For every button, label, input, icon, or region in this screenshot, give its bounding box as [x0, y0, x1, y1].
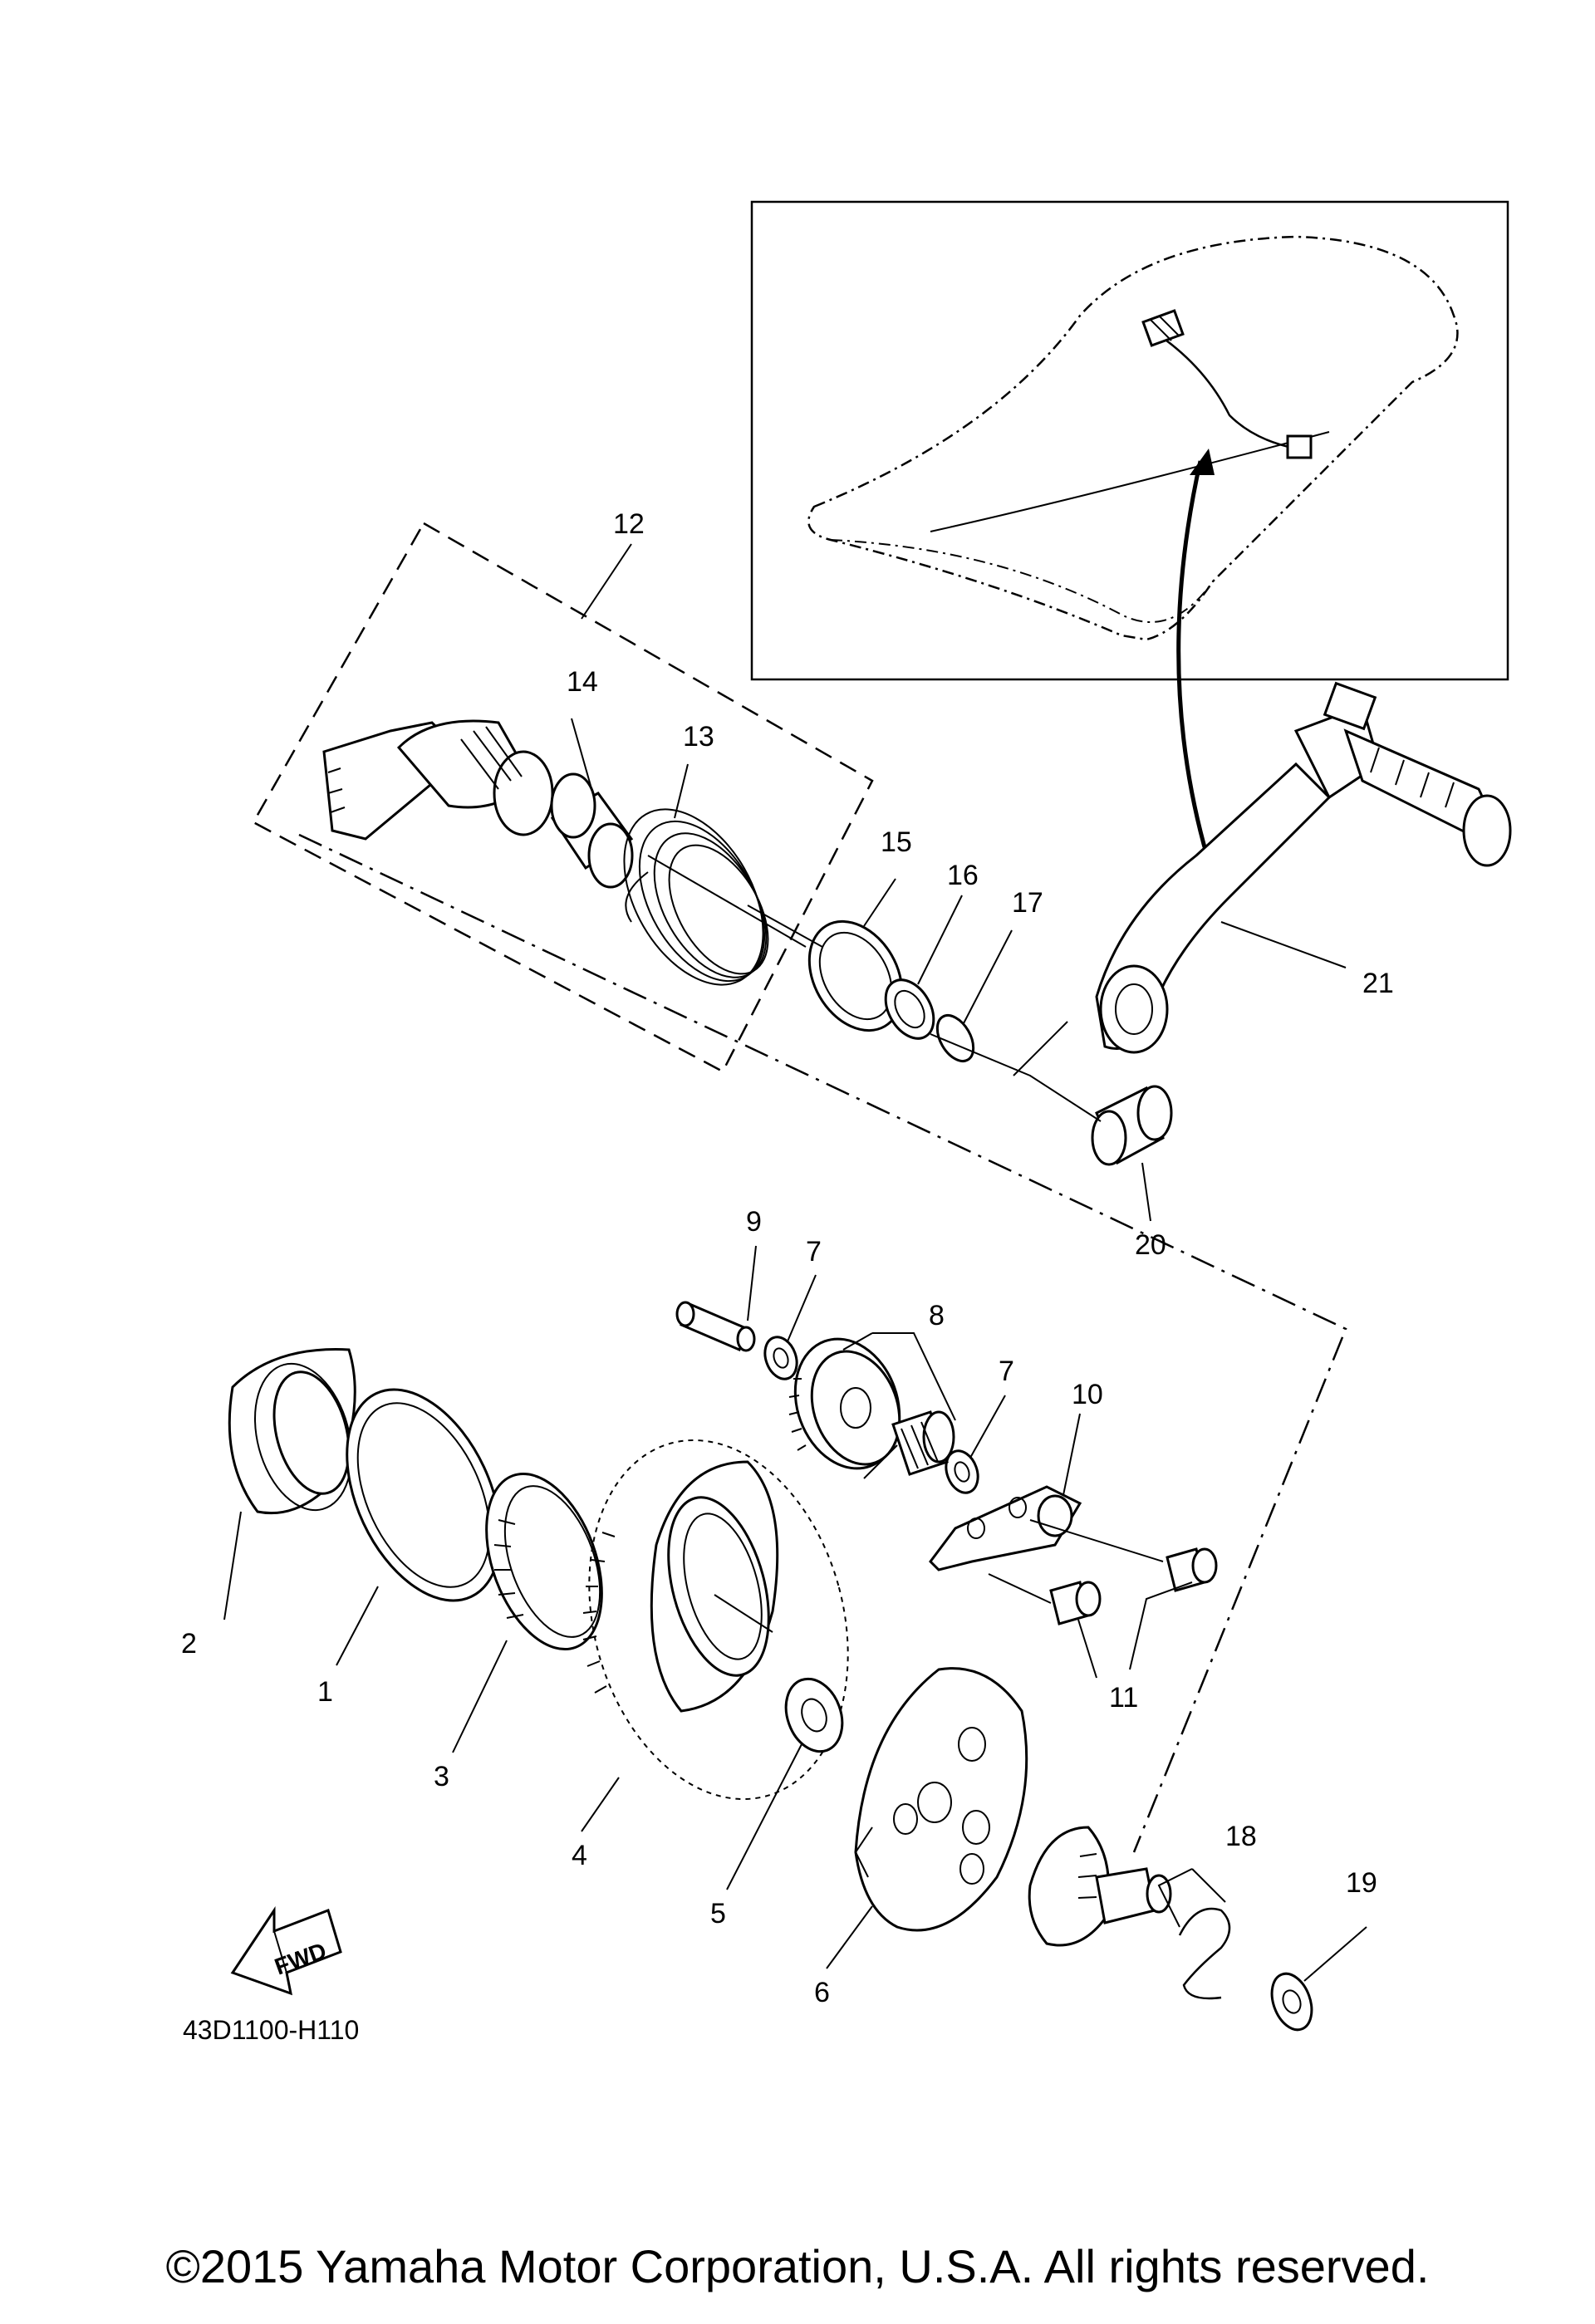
inset-arrow-head: [1190, 449, 1215, 475]
leader-lines: [223, 543, 1367, 1982]
label-part-2: 2: [181, 1628, 197, 1660]
label-part-18: 18: [1225, 1821, 1257, 1852]
seat-inset: [750, 200, 1509, 848]
label-part-10: 10: [1072, 1379, 1103, 1410]
kick-axle-assembly-box: [252, 522, 874, 1073]
inset-frame: [750, 200, 1509, 681]
label-part-11: 11: [1109, 1682, 1138, 1714]
part-8-idler-gear: [788, 1337, 901, 1470]
label-part-20: 20: [1135, 1229, 1166, 1261]
part-8-needle-bearing: [891, 1410, 955, 1476]
assembly-centerlines: [298, 833, 1347, 1853]
label-part-16: 16: [947, 860, 979, 891]
part-18-clip: [1178, 1907, 1231, 2000]
label-part-8: 8: [929, 1300, 945, 1331]
seat-lever-clip: [1141, 309, 1313, 459]
label-part-19: 19: [1346, 1867, 1377, 1899]
part-7-washer-upper: [763, 1336, 798, 1380]
label-part-7-lower: 7: [999, 1356, 1014, 1387]
part-16-washer: [884, 978, 935, 1040]
part-20-cap: [1091, 1085, 1173, 1166]
part-2-bearing: [228, 1348, 356, 1515]
label-part-17: 17: [1012, 887, 1043, 919]
part-5-washer: [784, 1677, 844, 1753]
label-part-4: 4: [572, 1840, 587, 1871]
label-part-14: 14: [567, 666, 598, 698]
part-6-clutch-housing: [854, 1667, 1028, 1932]
part-17-circlip: [935, 1014, 975, 1062]
part-1-ring: [346, 1388, 502, 1602]
label-part-15: 15: [881, 826, 912, 858]
label-part-12: 12: [613, 508, 645, 540]
label-part-1: 1: [317, 1676, 333, 1708]
part-11-bolt-b: [1166, 1547, 1218, 1592]
drawing-code: 43D1100-H110: [183, 2015, 359, 2045]
part-13-spring: [623, 808, 769, 986]
part-15-ring: [807, 919, 904, 1032]
part-7-washer-lower: [945, 1449, 979, 1494]
seat-base-line: [930, 431, 1330, 532]
label-part-21: 21: [1362, 968, 1394, 999]
label-part-7-upper: 7: [806, 1236, 822, 1267]
copyright-notice: ©2015 Yamaha Motor Corporation, U.S.A. A…: [166, 2240, 1430, 2292]
seat-outline: [807, 235, 1459, 641]
label-part-5: 5: [710, 1898, 726, 1929]
inset-pointer-arrow: [1176, 460, 1207, 848]
part-9-pin: [675, 1301, 756, 1352]
part-21-kick-crank: [1095, 681, 1512, 1054]
part-14-collar: [550, 772, 634, 889]
label-part-9: 9: [746, 1206, 762, 1238]
seat-lower-edge: [830, 539, 1214, 623]
label-part-6: 6: [814, 1977, 830, 2008]
part-4-starter-gear: [582, 1439, 849, 1801]
part-18-drive-gear: [1028, 1826, 1172, 1947]
part-11-bolt-a: [1049, 1581, 1102, 1625]
label-part-3: 3: [434, 1761, 449, 1792]
kick-axle: [322, 719, 554, 841]
fwd-arrow: FWD: [230, 1906, 342, 1996]
label-part-13: 13: [683, 721, 714, 753]
part-19-washer: [1270, 1972, 1313, 2032]
part-3-oneway-clutch: [485, 1472, 603, 1651]
part-labels: 2 1 3 4 5 6 7 7 8 9 10 11 12 13 14 15 16…: [181, 508, 1394, 2008]
